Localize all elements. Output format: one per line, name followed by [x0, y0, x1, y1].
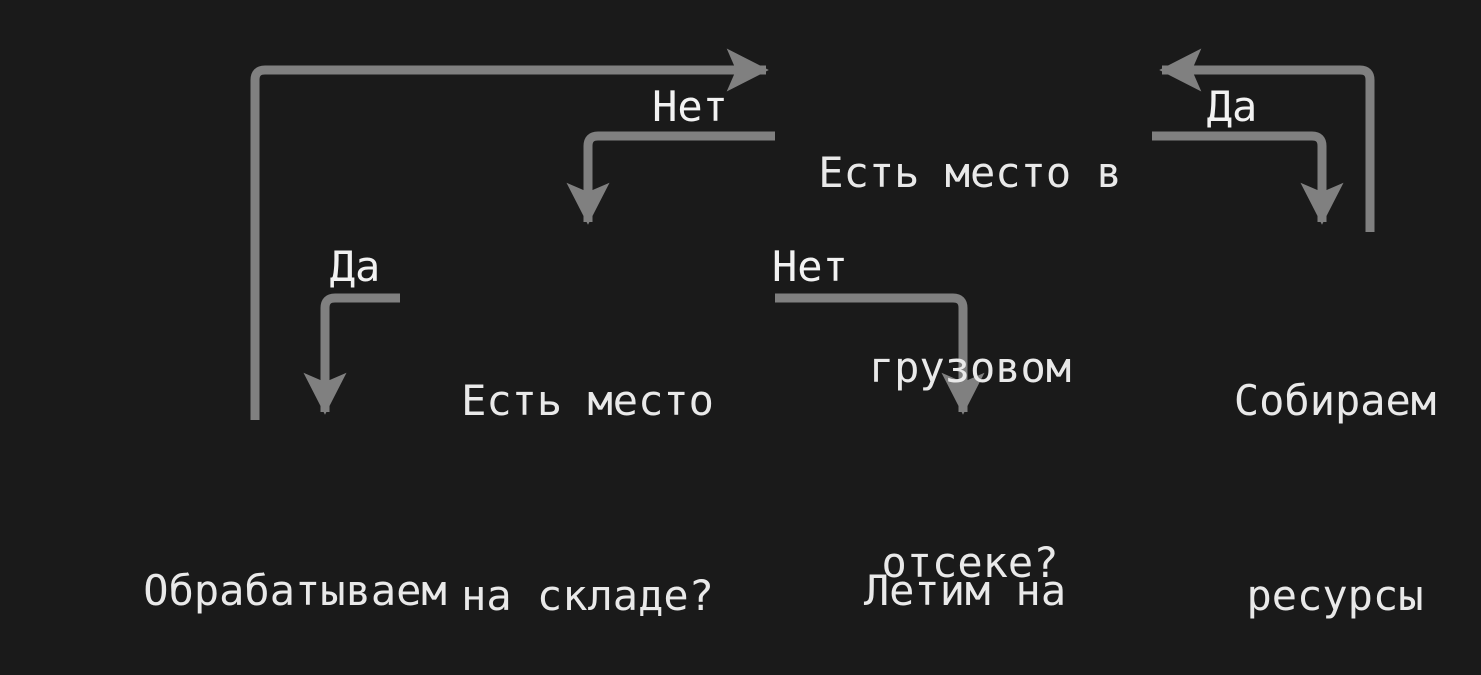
- edge-warehouse-yes-to-process: [303, 293, 400, 415]
- node-collect-resources[interactable]: Собираем ресурсы: [1200, 238, 1470, 675]
- node-process-resources[interactable]: Обрабатываем ресурсы и помещаем на склад: [0, 428, 590, 675]
- node-collect-resources-line-2: ресурсы: [1246, 571, 1424, 620]
- node-cargo-question[interactable]: Есть место в грузовом отсеке?: [770, 10, 1170, 675]
- node-warehouse-question-line-2: на складе?: [461, 571, 714, 620]
- node-cargo-question-line-1: Есть место в: [818, 148, 1122, 197]
- node-collect-resources-line-1: Собираем: [1233, 376, 1437, 425]
- node-cargo-question-line-3: отсеке?: [881, 538, 1059, 587]
- node-warehouse-question[interactable]: Есть место на складе?: [420, 238, 755, 675]
- edge-cargo-no-to-warehouse: [566, 131, 775, 225]
- edge-label-cargo-yes: Да: [1206, 82, 1258, 131]
- edge-label-warehouse-no: Нет: [772, 242, 848, 291]
- edge-label-warehouse-yes: Да: [329, 242, 381, 291]
- edge-cargo-yes-to-collect: [1152, 131, 1344, 225]
- node-process-resources-line-1: Обрабатываем: [143, 566, 447, 615]
- edge-warehouse-no-to-station: [775, 293, 985, 415]
- edge-process-to-cargo: [250, 48, 769, 420]
- node-cargo-question-line-2: грузовом: [868, 343, 1072, 392]
- node-fly-to-station-line-1: Летим на: [863, 566, 1067, 615]
- edge-collect-to-cargo: [1159, 48, 1375, 232]
- edge-label-cargo-no: Нет: [652, 82, 728, 131]
- node-warehouse-question-line-1: Есть место: [461, 376, 714, 425]
- node-fly-to-station[interactable]: Летим на станцию снабжения: [800, 428, 1130, 675]
